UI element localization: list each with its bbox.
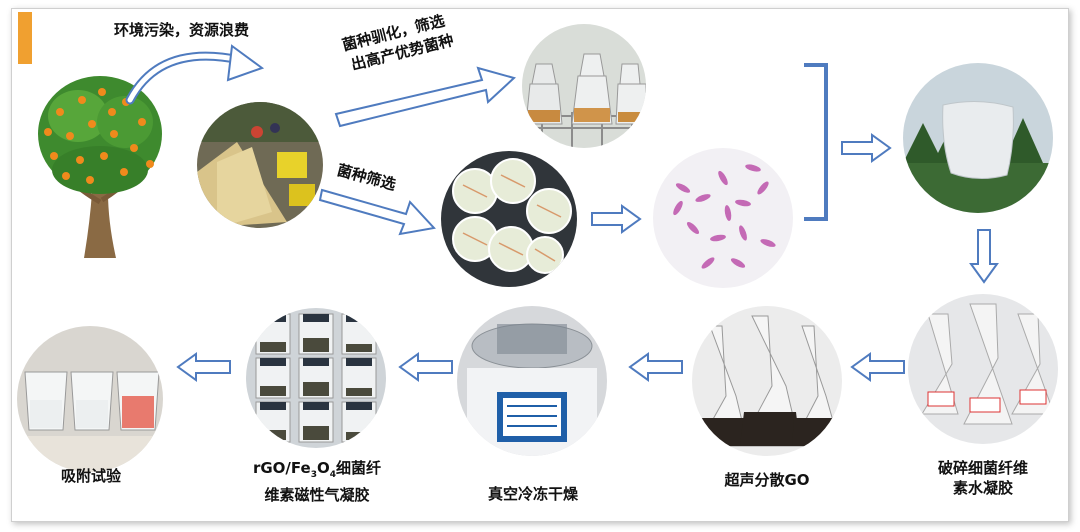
dispersion-flasks-image (692, 306, 842, 456)
arrow-to-domestication (334, 66, 516, 128)
petri-dishes-image (441, 151, 577, 287)
adsorption-beakers-image (17, 326, 163, 472)
label-hydrogel-line1: 破碎细菌纤维 (937, 459, 1028, 477)
curved-arrow (125, 44, 265, 105)
label-aerogel: rGO/Fe3O4细菌纤 维素磁性气凝胶 (236, 458, 398, 505)
arrow-hydrogel-to-ultrasonic (850, 352, 905, 382)
label-aerogel-line2: 维素磁性气凝胶 (264, 486, 370, 504)
arrow-to-screening (318, 188, 436, 236)
orange-tree-image (30, 72, 170, 260)
cellulose-membrane-image (903, 63, 1053, 213)
arrow-to-membrane (841, 133, 892, 163)
label-hydrogel: 破碎细菌纤维 素水凝胶 (920, 458, 1046, 498)
label-adsorption: 吸附试验 (60, 467, 121, 485)
label-pollution: 环境污染，资源浪费 (114, 21, 250, 39)
label-hydrogel-line2: 素水凝胶 (952, 479, 1013, 497)
label-aerogel-line1: rGO/Fe3O4细菌纤 (252, 459, 382, 480)
arrow-ultrasonic-to-dryer (628, 352, 683, 382)
label-ultrasonic: 超声分散GO (724, 471, 810, 489)
arrow-dryer-to-aerogel (398, 352, 453, 382)
label-freeze-drying: 真空冷冻干燥 (487, 485, 578, 503)
aerogel-vials-image (246, 308, 386, 448)
peel-waste-image (197, 102, 323, 228)
freeze-dryer-image (457, 306, 607, 456)
arrow-down-to-hydrogel (969, 229, 999, 284)
arrow-aerogel-to-adsorption (176, 352, 231, 382)
micrograph-image (653, 148, 793, 288)
accent-bar (18, 12, 32, 64)
bracket (804, 63, 828, 221)
culture-flasks-image (522, 24, 646, 148)
arrow-petri-to-micrograph (591, 204, 642, 234)
hydrogel-flasks-image (908, 294, 1058, 444)
